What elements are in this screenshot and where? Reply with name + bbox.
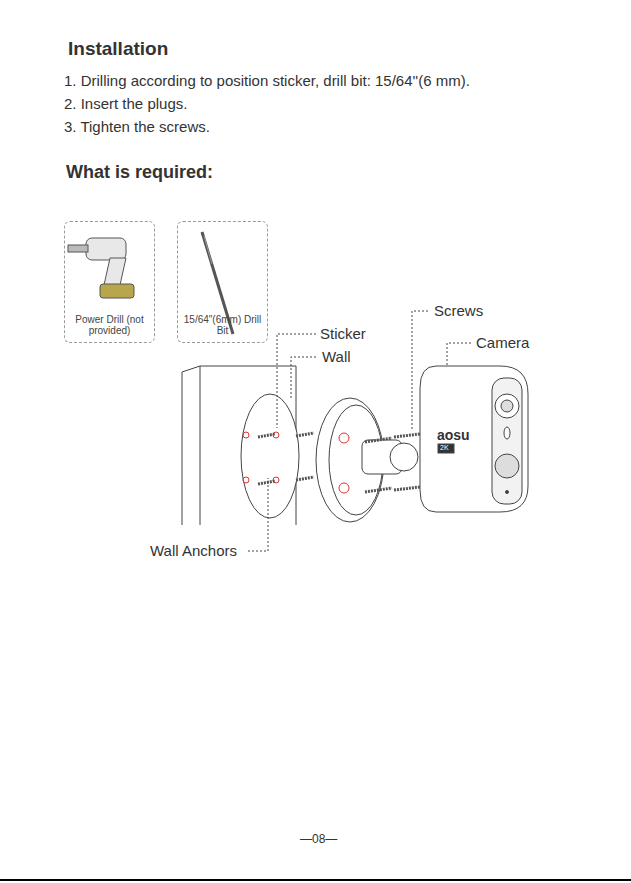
page-number: —08— [300, 832, 337, 846]
part-label: Wall Anchors [150, 542, 237, 559]
step-text: 1. Drilling according to position sticke… [64, 72, 470, 89]
page-rule [0, 879, 631, 881]
step-text: 3. Tighten the screws. [64, 118, 210, 135]
tool-caption: Power Drill (not provided) [65, 314, 154, 336]
page-title: Installation [68, 38, 168, 60]
camera-mount [316, 398, 418, 522]
tool-caption: 15/64"(6mm) Drill Bit [178, 314, 267, 336]
tool-box: 15/64"(6mm) Drill Bit [177, 221, 268, 343]
part-label: Sticker [320, 325, 366, 342]
part-label: Camera [476, 334, 529, 351]
part-label: Screws [434, 302, 483, 319]
power-drill-icon [68, 238, 134, 298]
leader-lines [248, 311, 471, 551]
brand-logo: aosu [437, 427, 470, 443]
camera-body [420, 366, 528, 512]
step-text: 2. Insert the plugs. [64, 95, 187, 112]
screws [365, 434, 420, 492]
tool-box: Power Drill (not provided) [64, 221, 155, 343]
part-label: Wall [322, 348, 351, 365]
wall-anchors [258, 433, 314, 484]
wall [182, 366, 299, 525]
section-heading: What is required: [66, 162, 213, 183]
badge-text: 2K [440, 444, 449, 451]
